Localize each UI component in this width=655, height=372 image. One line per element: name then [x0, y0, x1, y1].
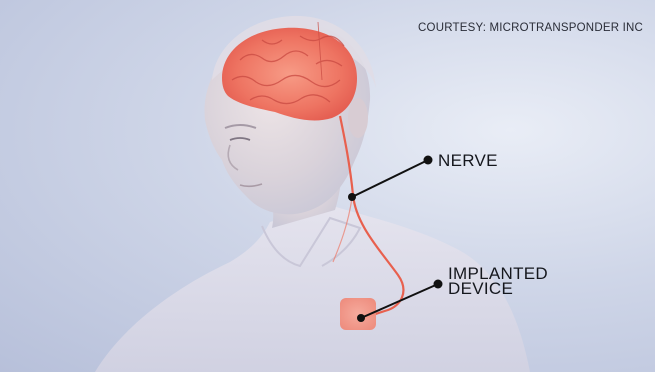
implanted-device-label: IMPLANTED DEVICE [448, 266, 548, 296]
image-credit: COURTESY: MICROTRANSPONDER INC [418, 22, 643, 34]
device-callout-dot-start [357, 314, 365, 322]
device-callout-dot-end [434, 280, 443, 289]
nerve-callout-line [352, 160, 428, 197]
nerve-callout-dot-start [348, 193, 356, 201]
implanted-device-label-line2: DEVICE [448, 281, 548, 296]
nerve-label: NERVE [438, 153, 498, 168]
nerve-callout-dot-end [424, 156, 433, 165]
ear [348, 98, 368, 138]
